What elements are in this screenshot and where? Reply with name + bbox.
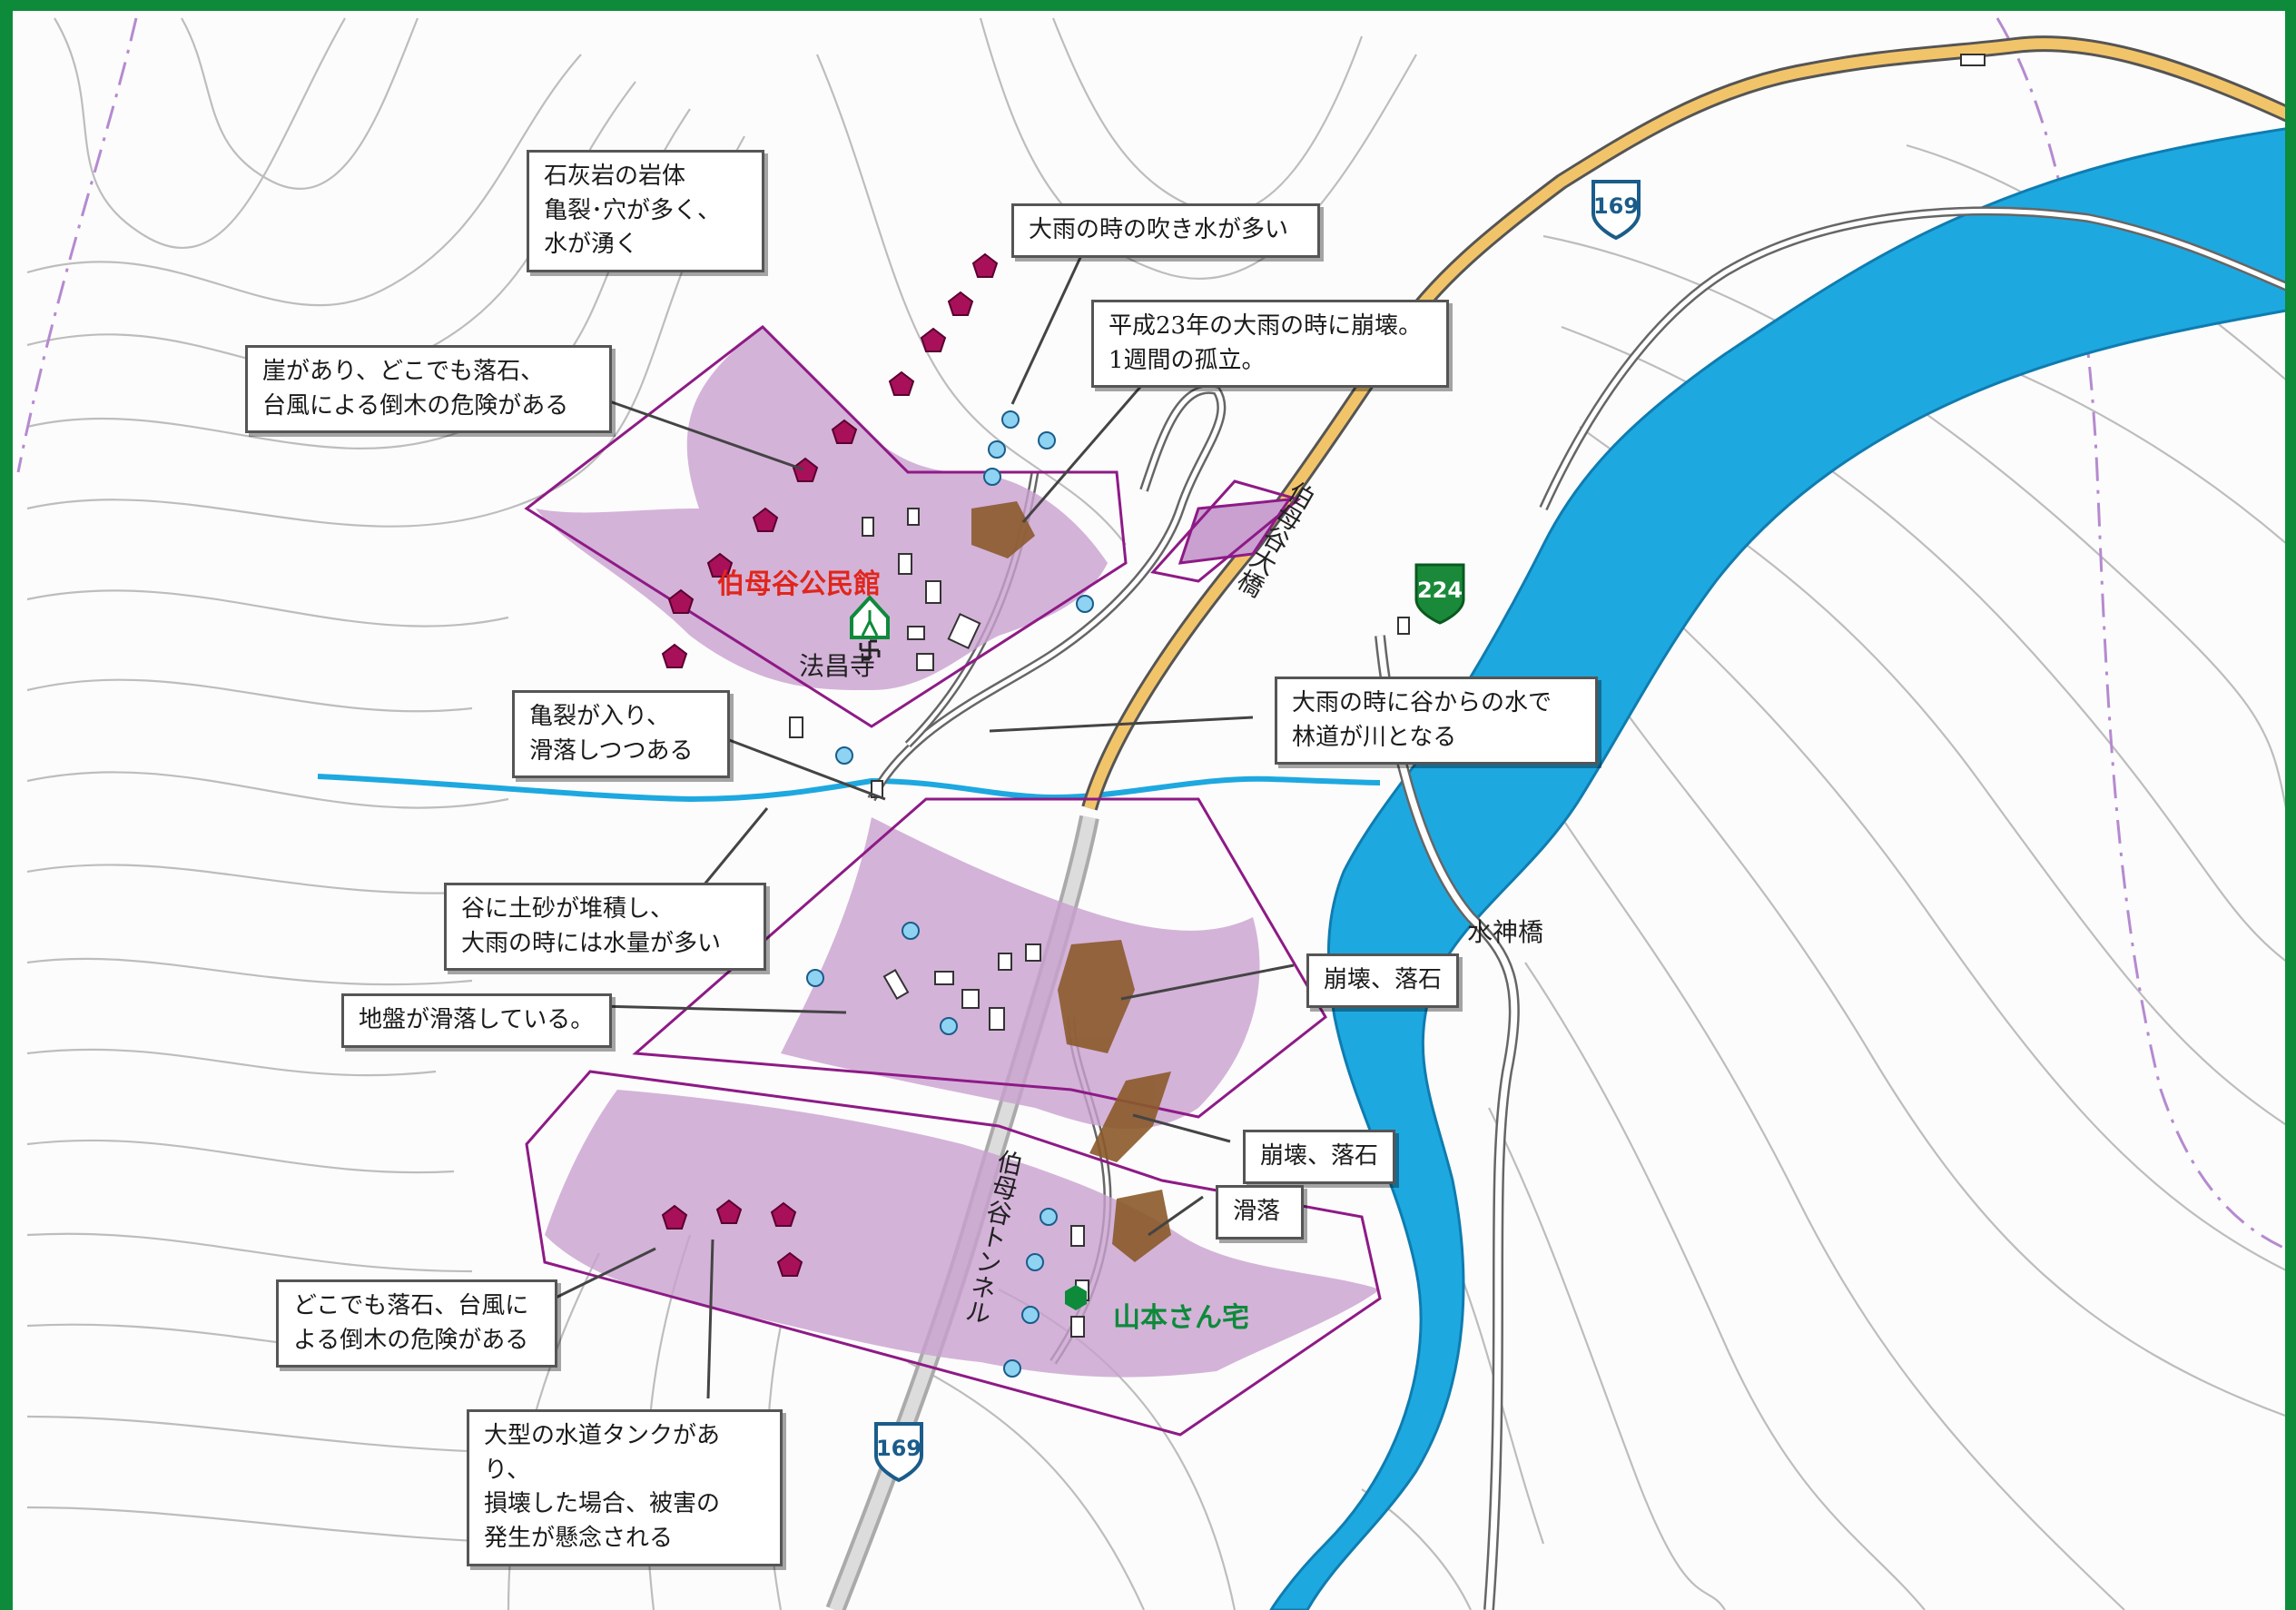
river [317, 127, 2285, 1610]
route-shield-icon [1414, 563, 1465, 625]
bridge-water-god-label: 水神橋 [1467, 917, 1544, 947]
hazard-zones [524, 325, 1382, 1437]
pentagon-hazard-icon [947, 291, 974, 316]
pentagon-hazard-icon [920, 327, 947, 352]
pentagon-hazard-icon [661, 1204, 688, 1230]
circle-spring-icon [1038, 431, 1056, 449]
pentagon-hazard-icon [661, 643, 688, 668]
route-169-top-label: 169 [1593, 193, 1639, 219]
callout-spring: 大雨の時の吹き水が多い [1011, 203, 1320, 258]
pentagon-hazard-icon [831, 419, 858, 444]
circle-spring-icon [1040, 1208, 1058, 1226]
route-169-bottom-label: 169 [876, 1436, 921, 1461]
callout-ground-slide: 地盤が滑落している。 [341, 993, 612, 1048]
callout-collapse-rockfall-2: 崩壊、落石 [1243, 1130, 1395, 1184]
circle-spring-icon [1026, 1253, 1044, 1271]
temple-manji-icon [859, 639, 881, 661]
route-224-label: 224 [1417, 578, 1463, 603]
callout-collapse-h23: 平成23年の大雨の時に崩壊。 1週間の孤立。 [1091, 300, 1449, 389]
pentagon-hazard-icon [770, 1201, 797, 1227]
pentagon-hazard-icon [776, 1251, 803, 1277]
callout-water-tank: 大型の水道タンクがあり、 損壊した場合、被害の 発生が懸念される [467, 1409, 783, 1566]
callout-forest-road: 大雨の時に谷からの水で 林道が川となる [1275, 677, 1598, 765]
circle-spring-icon [835, 746, 853, 765]
circle-spring-icon [902, 922, 920, 940]
evacuation-shelter-icon [850, 595, 890, 639]
callout-valley-sediment: 谷に土砂が堆積し、 大雨の時には水量が多い [444, 883, 766, 972]
callout-collapse-rockfall-1: 崩壊、落石 [1306, 953, 1459, 1008]
pentagon-hazard-icon [752, 507, 779, 532]
pentagon-hazard-icon [971, 252, 999, 278]
circle-spring-icon [988, 440, 1006, 459]
pentagon-hazard-icon [715, 1199, 743, 1224]
circle-spring-icon [1001, 410, 1020, 429]
spring-markers [806, 410, 1094, 1378]
callout-cliff: 崖があり、どこでも落石、 台風による倒木の危険がある [245, 345, 612, 434]
hexagon-house-icon [1065, 1285, 1087, 1310]
circle-spring-icon [1003, 1359, 1021, 1378]
leader-lines [544, 237, 1295, 1399]
circle-spring-icon [983, 468, 1001, 486]
circle-spring-icon [1021, 1306, 1040, 1324]
callout-slide: 滑落 [1216, 1185, 1304, 1240]
callout-limestone: 石灰岩の岩体 亀裂･穴が多く、 水が湧く [527, 150, 764, 273]
callout-rockfall-typhoon: どこでも落石、台風に よる倒木の危険がある [276, 1279, 557, 1368]
community-hall-label: 伯母谷公民館 [717, 568, 881, 600]
hazard-markers [661, 252, 999, 1277]
circle-spring-icon [1076, 595, 1094, 613]
pentagon-hazard-icon [706, 552, 734, 578]
route-shield-icon [1591, 180, 1641, 241]
pentagon-hazard-icon [888, 370, 915, 396]
circle-spring-icon [940, 1017, 958, 1035]
pentagon-hazard-icon [667, 588, 695, 614]
collapse-areas [971, 501, 1171, 1262]
route-shield-icon [874, 1422, 923, 1483]
temple-label: 法昌寺 [799, 651, 876, 681]
yamamoto-house-label: 山本さん宅 [1113, 1302, 1249, 1334]
circle-spring-icon [806, 969, 824, 987]
callout-crack: 亀裂が入り、 滑落しつつある [512, 690, 730, 779]
contour-lines [26, 17, 2285, 1610]
